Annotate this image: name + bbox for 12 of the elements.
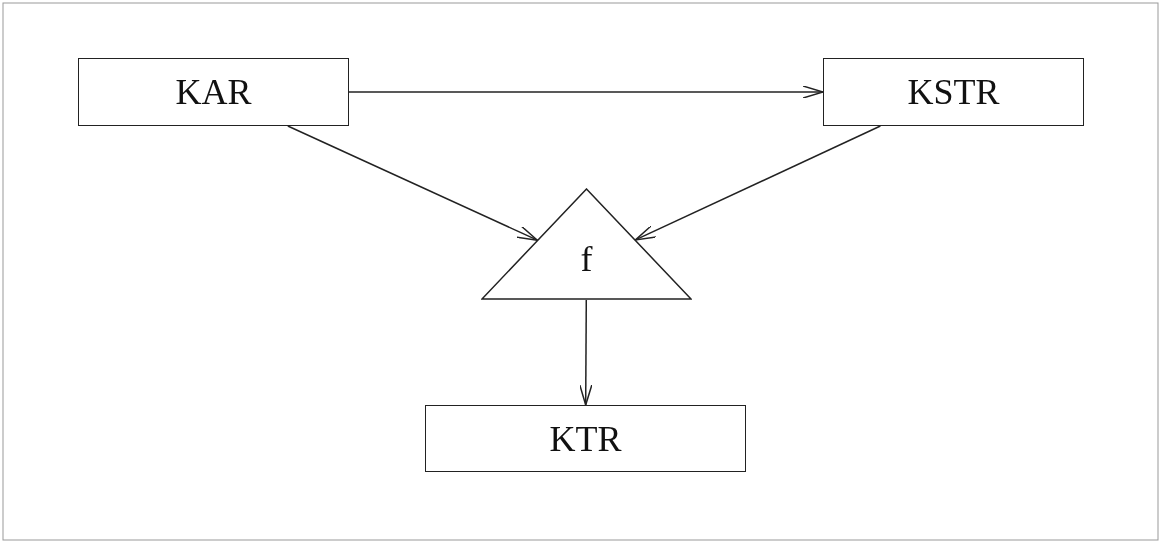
node-label: f <box>580 238 593 280</box>
arrow <box>634 125 882 241</box>
arrow <box>287 125 539 241</box>
node-label: KAR <box>175 71 252 113</box>
arrow <box>348 85 824 99</box>
node-label: KSTR <box>907 71 1000 113</box>
process-box <box>425 405 746 472</box>
arrow <box>579 299 593 406</box>
process-box <box>823 58 1084 126</box>
process-box <box>78 58 349 126</box>
node-label: KTR <box>549 417 622 460</box>
triangle-node <box>481 188 692 300</box>
